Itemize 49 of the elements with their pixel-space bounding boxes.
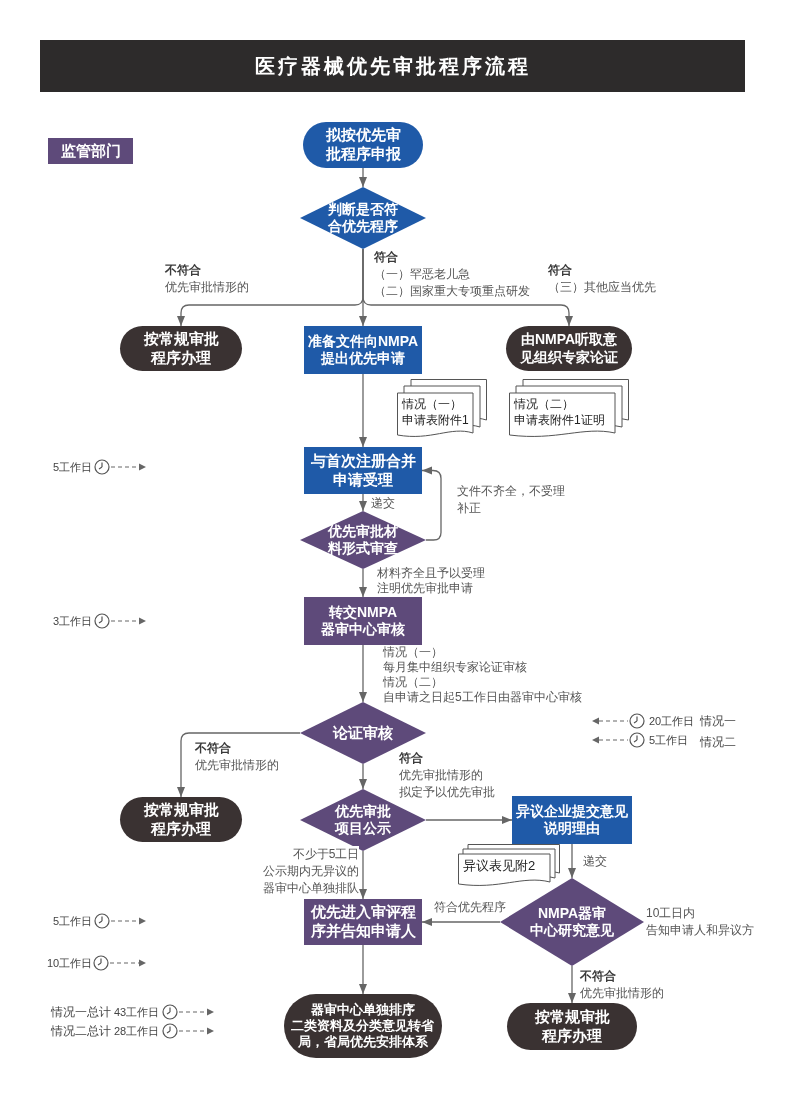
process-box: 准备文件向NMPA提出优先申请	[304, 326, 422, 374]
case-text: 情况二	[700, 734, 736, 750]
title-bar: 医疗器械优先审批程序流程	[40, 40, 745, 92]
duration-text: 5工作日	[53, 460, 93, 475]
case-text: 情况一	[700, 713, 736, 729]
process-box: 优先进入审评程序并告知申请人	[304, 899, 422, 945]
process-box: 转交NMPA器审中心审核	[304, 597, 422, 645]
duration-text: 3工作日	[53, 614, 93, 629]
rounded-box: 由NMPA听取意见组织专家论证	[506, 326, 632, 371]
edge-label: 递交	[371, 495, 395, 512]
arrow	[425, 816, 513, 824]
arrow	[359, 850, 367, 900]
rounded-box: 按常规审批程序办理	[507, 1003, 637, 1050]
edge-label: 符合优先审批情形的拟定予以优先审批	[399, 750, 498, 801]
rounded-box: 器审中心单独排序二类资料及分类意见转省局，省局优先安排体系	[284, 994, 442, 1058]
legend-key: 监管部门	[48, 138, 133, 164]
arrow	[359, 944, 367, 995]
arrow	[568, 843, 576, 879]
edge-label: 情况（一）每月集中组织专家论证审核	[383, 645, 530, 675]
total-text: 情况一总计	[51, 1004, 111, 1020]
total-text: 情况二总计	[51, 1023, 111, 1039]
arrow	[177, 732, 301, 798]
arrow	[359, 644, 367, 703]
duration-text: 43工作日	[114, 1005, 160, 1020]
duration-text: 5工作日	[649, 733, 689, 748]
duration-text: 5工作日	[53, 914, 93, 929]
process-box: 异议企业提交意见说明理由	[512, 796, 632, 844]
arrow	[568, 965, 576, 1004]
edge-label: 符合优先程序	[434, 899, 506, 916]
duration-text: 10工作日	[47, 956, 93, 971]
arrow	[359, 763, 367, 790]
arrow	[359, 568, 367, 598]
process-box: 与首次注册合并申请受理	[304, 447, 422, 494]
rounded-box: 按常规审批程序办理	[120, 326, 242, 371]
duration-text: 28工作日	[114, 1024, 160, 1039]
arrow	[362, 248, 573, 327]
edge-label: 递交	[583, 853, 607, 870]
edge-label: 不少于5工日公示期内无异议的器审中心单独排队	[261, 846, 360, 897]
arrow	[421, 466, 442, 541]
edge-label: 材料齐全且予以受理注明优先审批申请	[377, 566, 488, 596]
decision-diamond: 判断是否符合优先程序	[300, 187, 426, 249]
arrow	[359, 373, 367, 448]
rounded-box: 按常规审批程序办理	[120, 797, 242, 842]
duration-text: 20工作日	[649, 714, 695, 729]
arrow	[421, 918, 501, 926]
edge-label: 文件不齐全，不受理补正	[457, 483, 568, 517]
rounded-box: 拟按优先审批程序申报	[303, 122, 423, 168]
arrow	[359, 167, 367, 188]
arrow	[359, 493, 367, 512]
